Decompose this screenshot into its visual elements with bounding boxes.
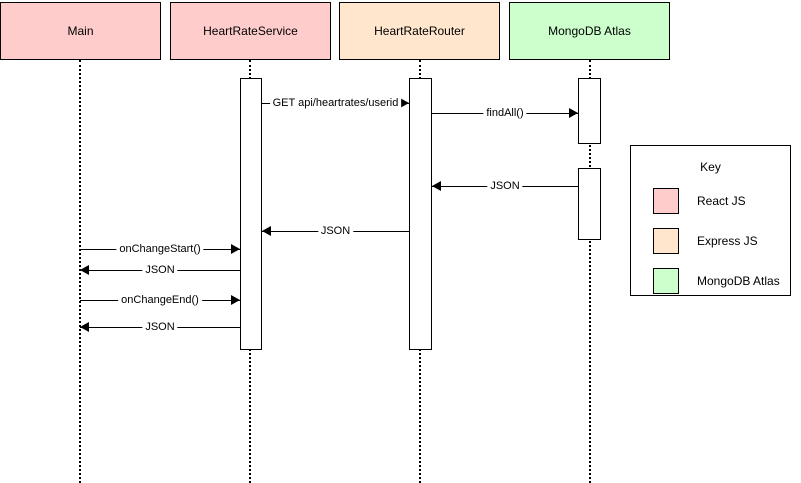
lifeline-mongodb-atlas	[589, 60, 591, 483]
participant-heart-rate-service[interactable]: HeartRateService	[170, 2, 331, 60]
key-express-js: Express JS	[653, 228, 758, 254]
message-label: JSON	[142, 321, 178, 333]
key-swatch-mongodb-atlas	[653, 268, 679, 294]
participant-label: Main	[67, 23, 94, 38]
msg-on-change-start[interactable]: onChangeStart()	[80, 241, 240, 257]
arrowhead-left-icon	[262, 226, 271, 236]
message-label: GET api/heartrates/userid	[269, 97, 402, 109]
participant-heart-rate-router[interactable]: HeartRateRouter	[339, 2, 500, 60]
key-label: MongoDB Atlas	[697, 274, 780, 288]
msg-json-router-to-service[interactable]: JSON	[262, 223, 409, 239]
participant-mongodb-atlas[interactable]: MongoDB Atlas	[509, 2, 670, 60]
activation-mongodb-first	[578, 78, 601, 144]
key-swatch-express-js	[653, 228, 679, 254]
message-label: onChangeEnd()	[118, 294, 202, 306]
activation-heart-rate-router	[409, 78, 432, 350]
arrowhead-left-icon	[80, 265, 89, 275]
message-label: JSON	[487, 180, 523, 192]
message-label: JSON	[317, 225, 354, 237]
arrowhead-right-icon	[231, 295, 240, 305]
arrowhead-right-icon	[400, 98, 409, 108]
msg-json-service-to-main-1[interactable]: JSON	[80, 262, 240, 278]
key-mongodb-atlas: MongoDB Atlas	[653, 268, 780, 294]
arrowhead-left-icon	[80, 322, 89, 332]
participant-label: HeartRateRouter	[374, 23, 465, 38]
arrowhead-left-icon	[432, 181, 441, 191]
participant-label: MongoDB Atlas	[548, 23, 631, 38]
msg-get-heartrates[interactable]: GET api/heartrates/userid	[262, 95, 409, 111]
participant-main[interactable]: Main	[0, 2, 161, 60]
msg-find-all[interactable]: findAll()	[432, 105, 578, 121]
key-label: React JS	[697, 194, 746, 208]
key-swatch-react-js	[653, 188, 679, 214]
key-title: Key	[700, 160, 721, 174]
arrowhead-right-icon	[231, 244, 240, 254]
key-react-js: React JS	[653, 188, 746, 214]
message-label: onChangeStart()	[116, 243, 204, 255]
msg-json-mongo-to-router[interactable]: JSON	[432, 178, 578, 194]
msg-on-change-end[interactable]: onChangeEnd()	[80, 292, 240, 308]
activation-mongodb-second	[578, 168, 601, 240]
participant-label: HeartRateService	[203, 23, 298, 38]
arrowhead-right-icon	[569, 108, 578, 118]
message-label: findAll()	[483, 107, 527, 119]
key-label: Express JS	[697, 234, 758, 248]
msg-json-service-to-main-2[interactable]: JSON	[80, 319, 240, 335]
activation-heart-rate-service	[240, 78, 262, 350]
message-label: JSON	[142, 264, 178, 276]
